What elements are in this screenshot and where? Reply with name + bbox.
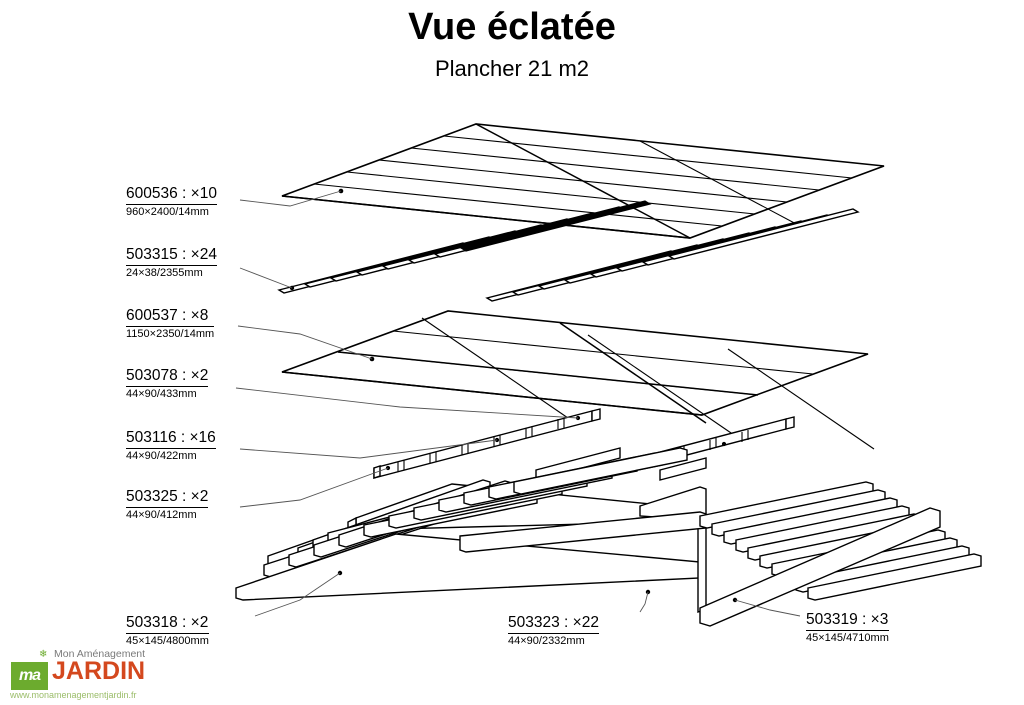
- beam-left: [373, 408, 601, 479]
- callout-dimension: 1150×2350/14mm: [126, 327, 215, 340]
- callout-503319: 503319 : ×3 45×145/4710mm: [806, 612, 889, 644]
- callout-503315: 503315 : ×24 24×38/2355mm: [126, 247, 217, 279]
- page-subtitle: Plancher 21 m2: [434, 56, 590, 81]
- callout-503116: 503116 : ×16 44×90/422mm: [126, 430, 216, 462]
- callout-dimension: 44×90/422mm: [126, 449, 197, 462]
- callout-503078: 503078 : ×2 44×90/433mm: [126, 368, 209, 400]
- callout-ref: 503315 : ×24: [126, 247, 217, 266]
- layer-600537-middle-panels: [281, 310, 875, 450]
- callout-ref: 503325 : ×2: [126, 489, 209, 508]
- logo-tagline: Mon Aménagement: [54, 648, 146, 660]
- callout-dimension: 44×90/412mm: [126, 508, 197, 521]
- leaf-icon: ❄: [39, 649, 48, 660]
- callout-ref: 503116 : ×16: [126, 430, 216, 449]
- logo-mark-text: ma: [18, 667, 41, 684]
- callout-dimension: 44×90/433mm: [126, 387, 197, 400]
- leader-lines: [235, 190, 801, 617]
- layer-600536-top-panels: [281, 123, 885, 239]
- layer-503315-battens: [277, 200, 860, 302]
- callout-ref: 600537 : ×8: [126, 308, 215, 327]
- callout-503318: 503318 : ×2 45×145/4800mm: [126, 615, 209, 647]
- callout-600536: 600536 : ×10 960×2400/14mm: [126, 186, 217, 218]
- logo-brand: JARDIN: [52, 657, 146, 685]
- callout-503323: 503323 : ×22 44×90/2332mm: [508, 615, 599, 647]
- page-title: Vue éclatée: [408, 6, 616, 48]
- callout-dimension: 44×90/2332mm: [508, 634, 585, 647]
- callout-ref: 503078 : ×2: [126, 368, 209, 387]
- callout-dimension: 24×38/2355mm: [126, 266, 203, 279]
- callout-600537: 600537 : ×8 1150×2350/14mm: [126, 308, 215, 340]
- callout-ref: 503319 : ×3: [806, 612, 889, 631]
- brand-logo[interactable]: ❄ Mon Aménagement ma JARDIN www.monamena…: [8, 648, 188, 700]
- logo-mark: ma: [11, 662, 48, 690]
- callout-dimension: 45×145/4710mm: [806, 631, 889, 644]
- callout-ref: 503318 : ×2: [126, 615, 209, 634]
- callout-ref: 503323 : ×22: [508, 615, 599, 634]
- layer-bottom-frame: [235, 447, 982, 627]
- callout-dimension: 45×145/4800mm: [126, 634, 209, 647]
- logo-url[interactable]: www.monamenagementjardin.fr: [10, 690, 137, 700]
- callout-dimension: 960×2400/14mm: [126, 205, 209, 218]
- callout-503325: 503325 : ×2 44×90/412mm: [126, 489, 209, 521]
- callout-ref: 600536 : ×10: [126, 186, 217, 205]
